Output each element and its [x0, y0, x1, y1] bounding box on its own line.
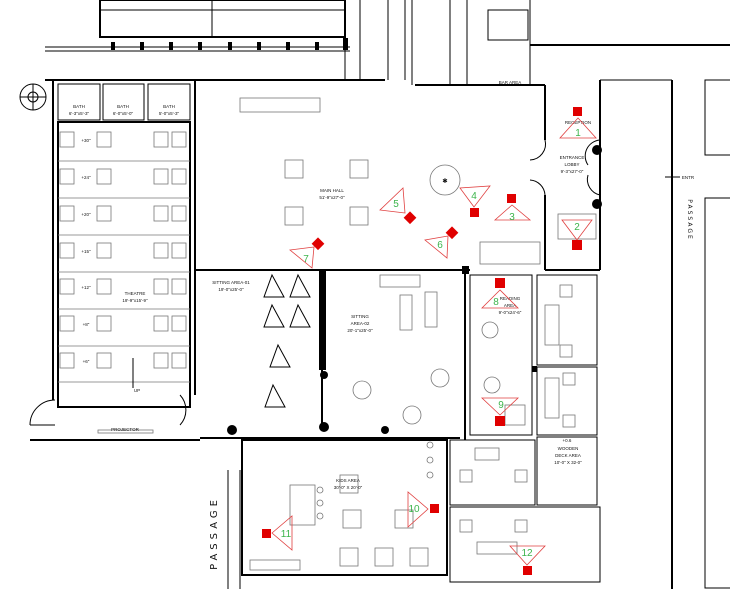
entry-label: ENTR [682, 175, 695, 180]
svg-text:+8": +8" [83, 322, 90, 327]
sitting-01-label: SITTING AREA-01 [212, 280, 250, 285]
svg-text:+12": +12" [81, 285, 91, 290]
svg-text:9: 9 [498, 400, 504, 411]
svg-text:3: 3 [509, 212, 515, 223]
svg-text:8: 8 [493, 297, 499, 308]
camera-3[interactable]: 3 [493, 194, 532, 223]
camera-10[interactable]: 10 [407, 491, 439, 528]
camera-8[interactable]: 8 [481, 278, 519, 309]
reading-and-side-rooms [449, 274, 601, 583]
theatre-seats [59, 131, 187, 369]
bath-3-label: BATH [163, 104, 175, 109]
kids-area-size: 30'-0" X 20'-0" [334, 485, 363, 490]
cctv-cameras: 1 2 3 4 5 6 7 8 9 10 11 12 [262, 107, 597, 575]
svg-text:10: 10 [408, 504, 420, 515]
bath-2-label: BATH [117, 104, 129, 109]
top-structure [45, 0, 730, 86]
camera-9[interactable]: 9 [480, 397, 520, 426]
sitting-02-size: 20'-1"x25'-0" [347, 328, 373, 333]
sitting-02-label: SITTING [351, 314, 369, 319]
camera-1[interactable]: 1 [559, 107, 597, 139]
passage-bottom-label: PASSAGE [209, 496, 220, 570]
svg-text:+30": +30" [81, 138, 91, 143]
reading-label: READING [500, 296, 521, 301]
kids-area-walls [227, 439, 448, 589]
sitting-01-size: 19'-0"x25'-0" [218, 287, 244, 292]
main-hall-label: MAIN HALL [320, 188, 344, 193]
passage-right-label: PASSAGE [686, 199, 693, 241]
projector-label: PROJECTOR [111, 427, 139, 432]
camera-5[interactable]: 5 [379, 187, 417, 225]
svg-text:12: 12 [521, 548, 533, 559]
entrance-size: 9'-3"x27'-0" [561, 169, 584, 174]
svg-text:11: 11 [281, 529, 292, 540]
svg-text:2: 2 [574, 222, 580, 233]
entrance-label: ENTRANCE [560, 155, 585, 160]
svg-text:6: 6 [437, 240, 443, 251]
svg-text:7: 7 [303, 254, 309, 265]
reception-label: RECEPTION [565, 120, 591, 125]
theatre-size: 19'-9"x15'-9" [122, 298, 148, 303]
camera-6[interactable]: 6 [424, 226, 459, 259]
deck-level: +0.6 [563, 438, 572, 443]
theatre-row-levels: +30" +24" +20" +15" +12" +8" +6" [81, 138, 91, 364]
bar-area-label: BAR AREA [499, 80, 522, 85]
bath-1-size: 6'-3"x5'-3" [69, 111, 90, 116]
camera-4[interactable]: 4 [459, 185, 491, 217]
svg-text:1: 1 [575, 128, 581, 139]
deck-size: 10'-0" X 32-0" [554, 460, 582, 465]
plant-icon: ✱ [442, 177, 448, 185]
deck-label: WOODEN [558, 446, 579, 451]
camera-2[interactable]: 2 [561, 219, 593, 250]
spiral-stair-icon [19, 83, 47, 111]
svg-text:+6": +6" [83, 359, 90, 364]
entrance-walls [529, 79, 730, 589]
deck-label2: DECK AREA [555, 453, 581, 458]
svg-text:4: 4 [471, 191, 477, 202]
svg-text:+24": +24" [81, 175, 91, 180]
camera-11[interactable]: 11 [262, 515, 293, 551]
main-hall-walls: ✱ [195, 85, 546, 440]
entrance-label2: LOBBY [564, 162, 579, 167]
svg-text:+20": +20" [81, 212, 91, 217]
theatre-label: THEATRE [125, 291, 146, 296]
bath-1-label: BATH [73, 104, 85, 109]
reading-size: 9'-0"x24'-6" [499, 310, 522, 315]
svg-text:+15": +15" [81, 249, 91, 254]
kids-area-label: KIDS AREA [336, 478, 360, 483]
main-hall-size: 51'-9"x27'-0" [319, 195, 345, 200]
reading-label2: AREA [504, 303, 516, 308]
camera-7[interactable]: 7 [289, 237, 325, 269]
svg-text:5: 5 [393, 199, 399, 210]
sitting-02-label2: AREA-02 [351, 321, 370, 326]
bath-3-size: 5'-0"x5'-3" [159, 111, 180, 116]
sitting-01-chairs [263, 273, 311, 408]
bath-2-size: 6'-0"x5'-0" [113, 111, 134, 116]
camera-12[interactable]: 12 [509, 545, 546, 575]
up-label: UP [134, 388, 140, 393]
theatre-wing [29, 80, 200, 441]
